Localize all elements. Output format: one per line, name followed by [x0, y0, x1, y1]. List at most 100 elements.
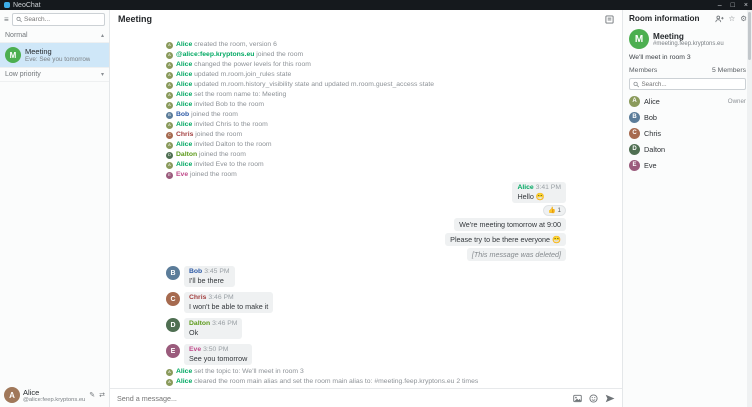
system-event-text: Alice invited Bob to the room	[176, 101, 265, 108]
vertical-scrollbar[interactable]	[747, 10, 752, 407]
account-id: @alice:feep.kryptons.eu	[23, 396, 86, 403]
system-event-text: Alice set the topic to: We'll meet in ro…	[176, 368, 304, 375]
room-info-avatar: M	[629, 29, 649, 49]
message-sender: Eve	[189, 346, 202, 353]
avatar: A	[166, 368, 173, 376]
room-information-toggle-icon[interactable]	[605, 14, 614, 24]
message-input[interactable]	[117, 393, 567, 403]
message-text: We're meeting tomorrow at 9:00	[459, 220, 561, 229]
chat-room-title: Meeting	[118, 14, 153, 24]
message-timestamp: 3:41 PM	[535, 184, 561, 191]
avatar: A	[166, 41, 173, 49]
system-event-user: Alice	[176, 91, 193, 98]
section-low-priority-label: Low priority	[5, 71, 41, 78]
close-icon[interactable]: ×	[743, 1, 748, 9]
minimize-icon[interactable]: –	[717, 1, 722, 9]
message-bubble[interactable]: We're meeting tomorrow at 9:00	[454, 218, 566, 231]
system-event-text: Dalton joined the room	[176, 151, 246, 158]
message: [This message was deleted]	[166, 248, 566, 261]
reaction-pill[interactable]: 👍 1	[543, 205, 566, 216]
members-count: 5 Members	[712, 67, 746, 74]
message-column: We're meeting tomorrow at 9:00	[454, 218, 566, 231]
avatar: B	[166, 266, 180, 280]
members-label: Members	[629, 67, 658, 74]
system-event-text: @alice:feep.kryptons.eu joined the room	[176, 51, 304, 58]
member-avatar: D	[629, 143, 640, 155]
avatar: A	[166, 121, 173, 129]
member-name: Alice	[644, 96, 660, 106]
room-list-item-meeting[interactable]: M Meeting Eve: See you tomorrow	[0, 43, 109, 67]
message-bubble[interactable]: [This message was deleted]	[466, 248, 566, 261]
send-message-icon[interactable]	[605, 394, 615, 403]
favourite-icon[interactable]: ☆	[728, 14, 736, 23]
message-bubble[interactable]: Please try to be there everyone 😁	[445, 233, 566, 246]
maximize-icon[interactable]: □	[730, 1, 735, 9]
section-low-priority[interactable]: Low priority ▾	[0, 67, 109, 82]
attach-image-icon[interactable]	[573, 394, 582, 403]
avatar: E	[166, 344, 180, 358]
message-timestamp: 3:45 PM	[204, 268, 230, 275]
settings-icon[interactable]: ⚙	[740, 14, 747, 23]
message-composer	[110, 388, 622, 407]
invite-user-icon[interactable]	[714, 15, 724, 23]
scrollbar-thumb[interactable]	[748, 12, 751, 60]
system-event-text: Eve joined the room	[176, 171, 237, 178]
room-search-input[interactable]	[23, 16, 101, 23]
room-info-alias: #meeting.feep.kryptons.eu	[653, 40, 724, 47]
member-name: Bob	[644, 112, 657, 122]
switch-user-icon[interactable]: ⇄	[99, 392, 105, 399]
room-search-box	[11, 13, 105, 26]
system-event-user: Chris	[176, 131, 194, 138]
section-normal[interactable]: Normal ▴	[0, 29, 109, 43]
member-name: Dalton	[644, 144, 666, 154]
account-avatar: A	[4, 387, 20, 403]
room-info-name: Meeting	[653, 31, 684, 41]
sidebar-menu-icon[interactable]: ≡	[4, 14, 9, 24]
avatar: A	[166, 81, 173, 89]
member-search-input[interactable]	[641, 80, 742, 88]
room-list-sidebar: ≡ Normal ▴ M Meeting Eve: See you tomorr…	[0, 10, 110, 407]
avatar: D	[166, 151, 173, 159]
avatar: C	[166, 292, 180, 306]
avatar: D	[166, 318, 180, 332]
system-event-text: Chris joined the room	[176, 131, 243, 138]
account-row[interactable]: A Alice @alice:feep.kryptons.eu ✎ ⇄	[0, 383, 109, 407]
system-event-user: Bob	[176, 111, 190, 118]
member-list-item[interactable]: D Dalton	[623, 141, 752, 157]
edit-account-icon[interactable]: ✎	[89, 392, 96, 399]
message-sender: Alice	[517, 184, 534, 191]
message-sender: Chris	[189, 294, 207, 301]
message-timestamp: 3:50 PM	[203, 346, 229, 353]
message-column: Please try to be there everyone 😁	[445, 233, 566, 246]
system-event-user: Alice	[176, 161, 193, 168]
emoji-picker-icon[interactable]	[589, 393, 598, 403]
message-text: Hello 😁	[517, 192, 545, 201]
chat-header: Meeting	[110, 10, 622, 28]
